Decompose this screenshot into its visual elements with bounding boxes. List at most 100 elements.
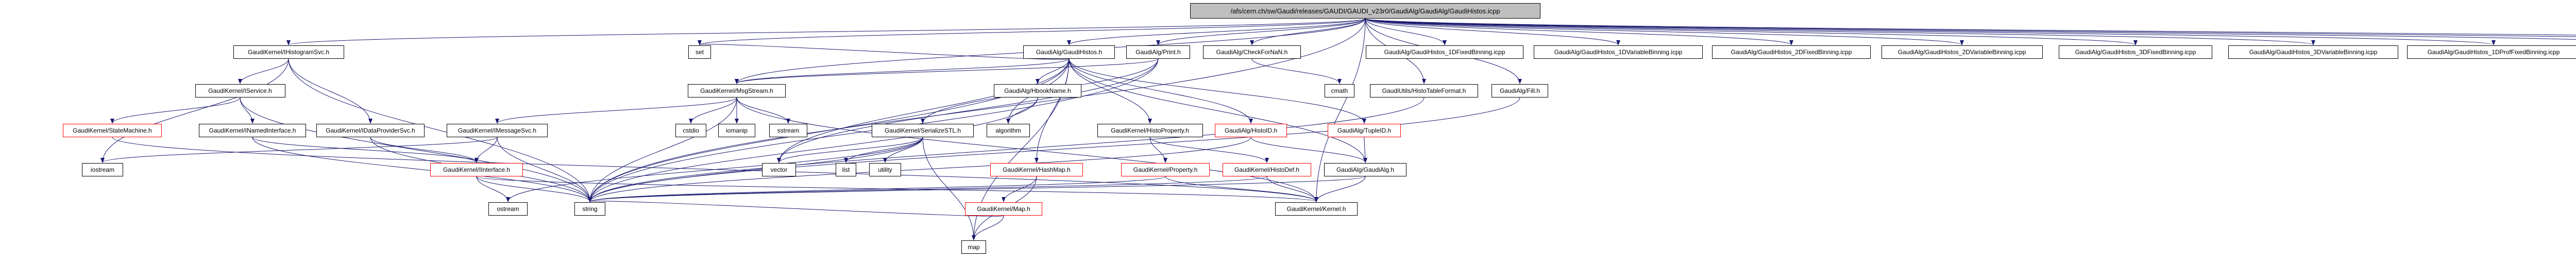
graph-node-fill_h[interactable]: GaudiAlg/Fill.h [1492,84,1548,98]
graph-node-icpp_3dfixed[interactable]: GaudiAlg/GaudiHistos_3DFixedBinning.icpp [2059,45,2212,59]
graph-node-ostream[interactable]: ostream [488,202,528,216]
include-edge-title-to-ihistogramsvc [286,18,1366,45]
include-edge-histoproperty-to-property [1149,137,1167,163]
graph-node-kernel[interactable]: GaudiKernel/Kernel.h [1275,202,1358,216]
graph-node-gaudialg_h[interactable]: GaudiAlg/GaudiAlg.h [1324,163,1406,176]
graph-node-hbookname[interactable]: GaudiAlg/HbookName.h [994,84,1081,98]
include-edge-title-to-icpp_1dvar [1365,18,1620,45]
graph-node-ihistogramsvc[interactable]: GaudiKernel/IHistogramSvc.h [233,45,344,59]
include-edge-imessagesvc-to-iinterface [474,137,498,163]
include-edge-gaudihistos_h-to-vector [777,58,1070,163]
include-edge-hbookname-to-string [588,97,1038,202]
graph-node-icpp_1dvar[interactable]: GaudiAlg/GaudiHistos_1DVariableBinning.i… [1534,45,1703,59]
include-edge-inamedinterface-to-iinterface [252,137,479,163]
include-edge-gaudihistos_h-to-gaudialg_h [1069,58,1367,163]
include-edge-title-to-icpp_3dvar [1365,18,2315,45]
include-edge-gaudihistos_h-to-msgstream [735,58,1070,84]
graph-node-cmath[interactable]: cmath [1325,84,1354,98]
graph-node-iostream[interactable]: iostream [82,163,123,176]
include-edge-histoid-to-gaudialg_h [1250,137,1367,163]
graph-node-icpp_1dfixed[interactable]: GaudiAlg/GaudiHistos_1DFixedBinning.icpp [1366,45,1523,59]
include-edge-histotableformat-to-string [588,97,1425,202]
include-edge-gaudihistos_h-to-histoproperty [1069,58,1152,124]
include-edge-fill_h-to-string [588,97,1520,202]
graph-node-statemachine[interactable]: GaudiKernel/StateMachine.h [63,124,162,137]
graph-node-sstream[interactable]: sstream [769,124,807,137]
graph-node-icpp_3dvar[interactable]: GaudiAlg/GaudiHistos_3DVariableBinning.i… [2228,45,2398,59]
graph-node-vector[interactable]: vector [762,163,796,176]
include-edge-gaudihistos_h-to-set [698,40,1070,60]
include-edge-histodef-to-string [588,176,1267,202]
include-edge-checkfornan-to-cmath [1251,58,1342,84]
graph-node-cstdio[interactable]: cstdio [675,124,706,137]
include-edge-title-to-icpp_2dvar [1365,18,1964,45]
include-edge-title-to-print_h [1156,18,1366,45]
graph-node-histodef[interactable]: GaudiKernel/HistoDef.h [1223,163,1311,176]
include-edge-msgstream-to-sstream [736,97,790,124]
graph-node-property[interactable]: GaudiKernel/Property.h [1121,163,1210,176]
graph-node-serializestl[interactable]: GaudiKernel/SerializeSTL.h [872,124,974,137]
graph-node-print_h[interactable]: GaudiAlg/Print.h [1126,45,1190,59]
graph-node-msgstream[interactable]: GaudiKernel/MsgStream.h [688,84,786,98]
graph-node-tupleid[interactable]: GaudiAlg/TupleID.h [1328,124,1401,137]
include-edge-title-to-gaudihistos_h [1067,18,1366,45]
include-edge-iservice-to-inamedinterface [240,97,255,124]
include-edge-print_h-to-vector [777,58,1159,163]
include-edge-msgstream-to-string [588,97,737,202]
include-edge-gaudihistos_h-to-histoid [1069,58,1253,124]
include-edge-imessagesvc-to-string [497,137,592,202]
include-edge-title-to-icpp_1dproffixed [1365,18,2496,45]
include-edge-map_h-to-map [972,215,1004,240]
include-edge-map_h-to-string [588,197,1004,217]
graph-node-algorithm[interactable]: algorithm [987,124,1030,137]
graph-node-map[interactable]: map [961,240,986,254]
include-edge-title-to-set [698,18,1366,45]
include-edge-iservice-to-statemachine [110,97,241,124]
include-edge-property-to-string [588,176,1166,202]
graph-node-idataprovidersvc[interactable]: GaudiKernel/IDataProviderSvc.h [316,124,425,137]
graph-node-icpp_2dvar[interactable]: GaudiAlg/GaudiHistos_2DVariableBinning.i… [1881,45,2043,59]
include-edge-gaudialg_h-to-string [588,176,1366,202]
graph-node-map_h[interactable]: GaudiKernel/Map.h [965,202,1042,216]
graph-node-hashmap[interactable]: GaudiKernel/HashMap.h [990,163,1083,176]
graph-node-iservice[interactable]: GaudiKernel/IService.h [195,84,285,98]
include-edge-iinterface-to-kernel [476,176,1318,202]
include-edge-title-to-checkfornan [1250,18,1366,45]
include-edge-serializestl-to-ostream [506,137,923,202]
graph-node-gaudihistos_h[interactable]: GaudiAlg/GaudiHistos.h [1023,45,1115,59]
include-edge-ihistogramsvc-to-string [288,58,592,202]
graph-node-iomanip[interactable]: iomanip [718,124,755,137]
include-edge-title-to-icpp_2dfixed [1365,18,1793,45]
graph-node-icpp_2dfixed[interactable]: GaudiAlg/GaudiHistos_2DFixedBinning.icpp [1712,45,1871,59]
include-edge-serializestl-to-vector [777,137,923,163]
include-edge-tupleid-to-gaudialg_h [1363,137,1367,163]
graph-node-histoproperty[interactable]: GaudiKernel/HistoProperty.h [1097,124,1203,137]
include-edge-title-to-icpp_1dprofvar [1365,18,2576,40]
include-edge-inamedinterface-to-string [252,137,592,202]
graph-node-histotableformat[interactable]: GaudiUtils/HistoTableFormat.h [1370,84,1478,98]
graph-node-imessagesvc[interactable]: GaudiKernel/IMessageSvc.h [447,124,548,137]
graph-node-checkfornan[interactable]: GaudiAlg/CheckForNaN.h [1203,45,1301,59]
graph-node-string[interactable]: string [574,202,605,216]
include-edge-imessagesvc-to-iostream [100,137,498,163]
graph-node-inamedinterface[interactable]: GaudiKernel/INamedInterface.h [199,124,306,137]
include-edge-title-to-icpp_2dproffixed [1365,18,2576,37]
include-edge-print_h-to-msgstream [735,58,1159,84]
graph-node-set[interactable]: set [688,45,711,59]
include-edge-ihistogramsvc-to-idataprovidersvc [288,58,372,124]
graph-node-utility[interactable]: utility [869,163,901,176]
include-edge-title-to-icpp_1dfixed [1365,18,1447,45]
graph-node-iinterface[interactable]: GaudiKernel/IInterface.h [430,163,523,176]
include-edge-iinterface-to-string [476,176,592,202]
include-edge-gaudihistos_h-to-hashmap [1035,58,1070,163]
graph-node-histoid[interactable]: GaudiAlg/HistoID.h [1215,124,1287,137]
include-edge-msgstream-to-cstdio [689,97,737,124]
graph-node-list[interactable]: list [836,163,856,176]
graph-node-icpp_1dproffixed[interactable]: GaudiAlg/GaudiHistos_1DProfFixedBinning.… [2407,45,2576,59]
include-edge-title-to-string [588,18,1366,202]
include-edge-title-to-icpp_3dfixed [1365,18,2138,45]
include-edge-idataprovidersvc-to-iinterface [370,137,479,163]
include-edge-gaudihistos_h-to-tupleid [1069,58,1366,124]
graph-title-node: /afs/cern.ch/sw/Gaudi/releases/GAUDI/GAU… [1190,3,1540,19]
